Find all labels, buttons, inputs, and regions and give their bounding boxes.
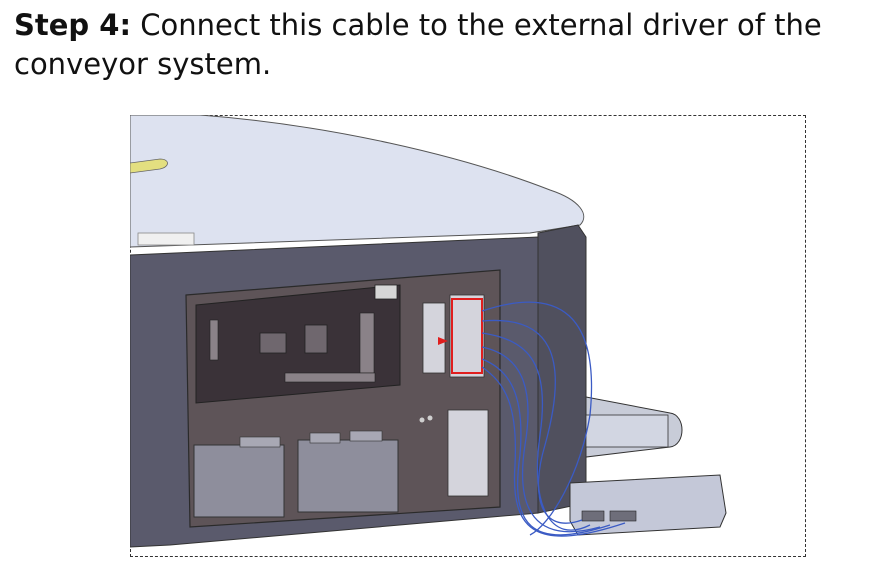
- pcb-connector: [374, 284, 398, 300]
- driver-module-terminal: [309, 432, 341, 444]
- cable: [481, 301, 593, 536]
- cable: [481, 332, 591, 531]
- step-label: Step 4:: [14, 8, 132, 42]
- housing-right-side: [537, 224, 587, 514]
- cable-bundle: [481, 301, 626, 537]
- pcb-header: [209, 319, 219, 361]
- conveyor-rail-face: [585, 414, 669, 448]
- driver-module-terminal: [349, 430, 383, 442]
- screw: [427, 415, 433, 421]
- highlight-arrow-icon: [438, 337, 448, 345]
- lower-terminal-block: [447, 409, 489, 497]
- terminal-block-left: [422, 302, 446, 374]
- driver-module-left: [193, 444, 285, 518]
- cable: [481, 366, 626, 537]
- yellow-tab: [130, 158, 168, 174]
- housing-top-surface: [130, 115, 585, 248]
- step-text: Connect this cable to the external drive…: [14, 8, 822, 81]
- screw: [419, 417, 425, 423]
- white-pad: [137, 232, 195, 246]
- highlight-box: [451, 298, 483, 374]
- cable: [481, 346, 601, 533]
- pcb-strip: [284, 372, 376, 383]
- driver-box-port: [581, 510, 605, 522]
- step-instruction: Step 4: Connect this cable to the extern…: [14, 6, 864, 84]
- pcb-header: [359, 312, 375, 374]
- cable: [481, 319, 583, 524]
- assembly-illustration: [130, 115, 727, 548]
- driver-module-right: [297, 439, 399, 513]
- pcb-chip: [304, 324, 328, 354]
- cable: [481, 358, 611, 536]
- external-driver-box: [569, 474, 727, 536]
- terminal-block-right: [449, 294, 485, 378]
- pcb-chip: [259, 332, 287, 354]
- driver-box-port: [609, 510, 637, 522]
- driver-module-terminal: [239, 436, 281, 448]
